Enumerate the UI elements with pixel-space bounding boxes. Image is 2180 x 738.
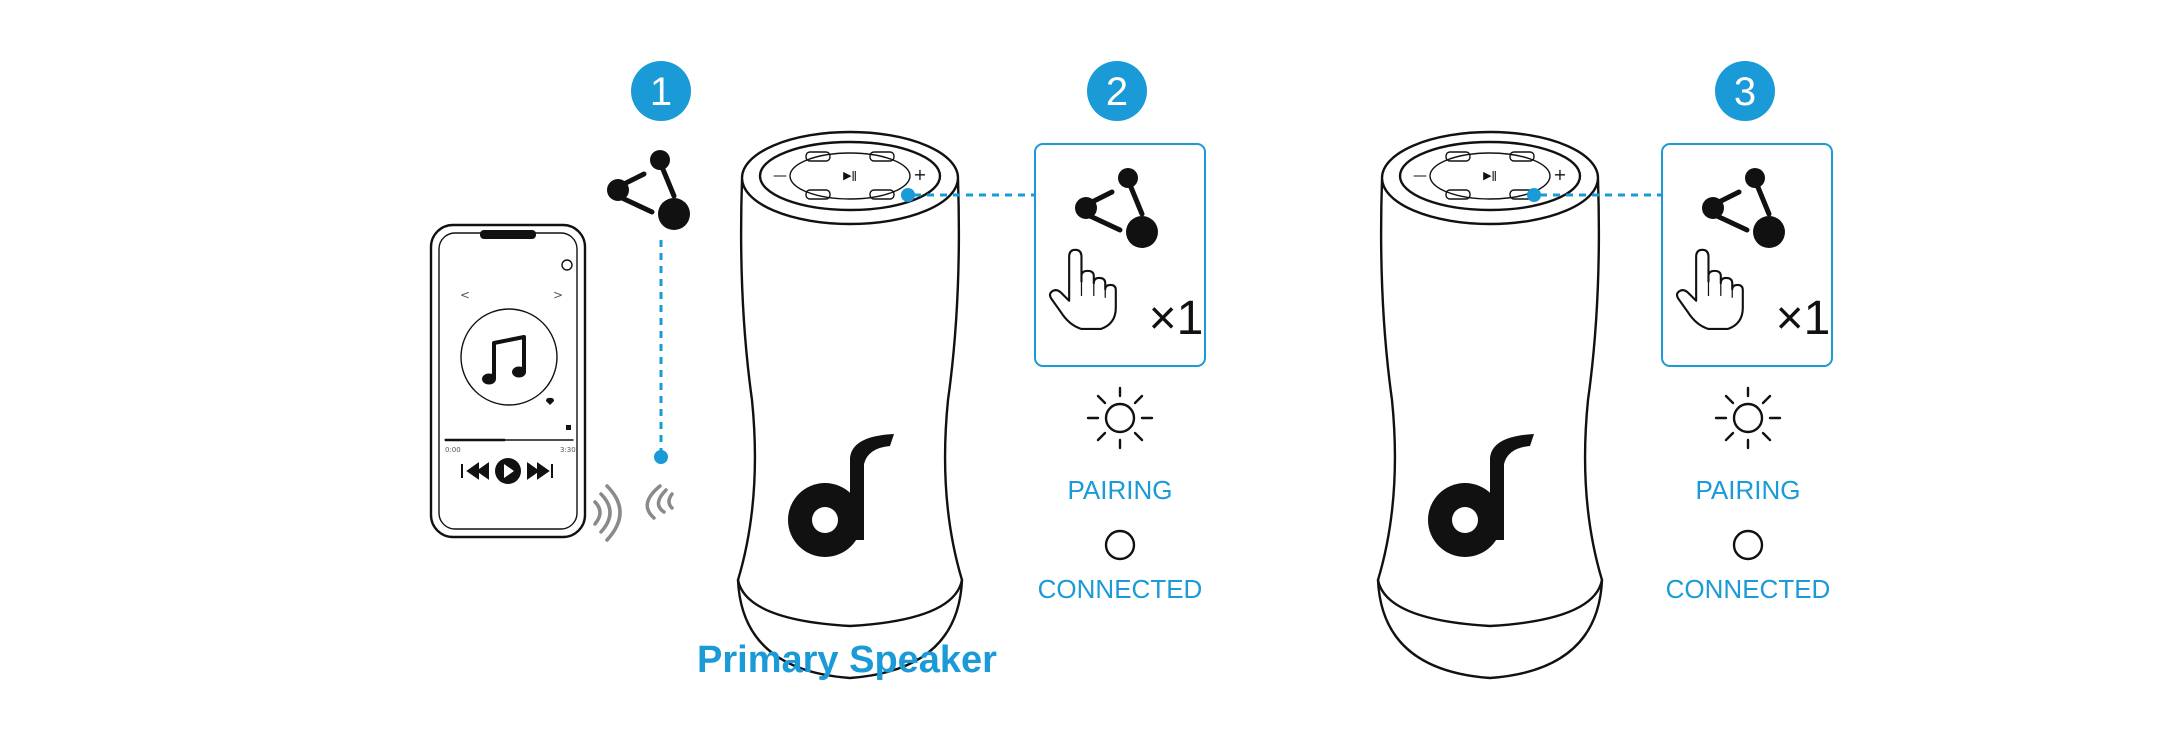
music-note-icon [482, 335, 526, 385]
step-3-instruction-box: ×1 [1661, 143, 1833, 367]
step-1-connector [654, 240, 668, 464]
step-1-badge: 1 [631, 61, 691, 121]
step-3-connector [1527, 188, 1662, 202]
svg-text:0:00: 0:00 [445, 446, 461, 454]
svg-text:3:30: 3:30 [560, 446, 576, 454]
press-count: ×1 [1776, 292, 1831, 345]
svg-text:>: > [553, 288, 563, 302]
pairing-label: PAIRING [1696, 475, 1801, 505]
connected-label: CONNECTED [1038, 574, 1203, 604]
share-icon [607, 150, 690, 230]
finger-press-icon [1048, 248, 1117, 331]
primary-speaker-label: Primary Speaker [697, 639, 997, 681]
secondary-speaker [1376, 130, 1604, 680]
step-2-instruction-box: ×1 [1034, 143, 1206, 367]
press-count: ×1 [1149, 292, 1204, 345]
step-2-badge: 2 [1087, 61, 1147, 121]
primary-speaker [736, 130, 964, 680]
finger-press-icon [1675, 248, 1744, 331]
smartphone-icon: < > 0:00 3:30 [429, 223, 587, 539]
svg-text:<: < [460, 288, 470, 302]
led-solid-icon [1104, 529, 1136, 561]
wireless-signal-icon [593, 484, 674, 542]
share-icon [1702, 168, 1785, 248]
share-icon [1075, 168, 1158, 248]
step-2-connector [901, 188, 1035, 202]
led-blinking-icon [1714, 386, 1782, 450]
pairing-label: PAIRING [1068, 475, 1173, 505]
led-solid-icon [1732, 529, 1764, 561]
connected-label: CONNECTED [1666, 574, 1831, 604]
step-3-badge: 3 [1715, 61, 1775, 121]
step-1-number: 1 [650, 70, 672, 114]
step-2-number: 2 [1106, 70, 1128, 114]
led-blinking-icon [1086, 386, 1154, 450]
step-3-number: 3 [1734, 70, 1756, 114]
